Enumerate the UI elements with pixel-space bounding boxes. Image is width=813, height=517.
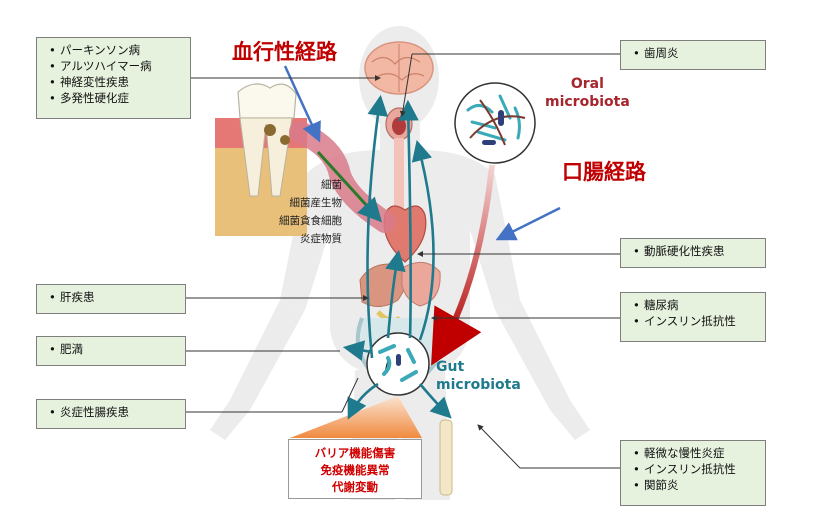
box-item: アルツハイマー病: [49, 58, 184, 74]
oral-gut-route-label: 口腸経路: [562, 160, 646, 184]
oral-microbiota-circle: [454, 82, 536, 164]
substance-item: 細菌産生物: [289, 197, 343, 209]
atherosclerosis-box: 動脈硬化性疾患: [620, 238, 766, 268]
box-item: 動脈硬化性疾患: [633, 243, 759, 259]
box-item: 肝疾患: [49, 289, 179, 305]
bacterial-substances-list: 細菌 細菌産生物 細菌貪食細胞 炎症物質: [248, 176, 342, 248]
box-item: 炎症性腸疾患: [49, 404, 179, 420]
neuro-disease-box: パーキンソン病 アルツハイマー病 神経変性疾患 多発性硬化症: [36, 37, 191, 119]
liver-disease-box: 肝疾患: [36, 284, 186, 314]
gut-effect-item: 免疫機能異常: [320, 463, 390, 477]
gut-microbiota-label-line1: Gut: [436, 359, 465, 375]
box-item: 肥満: [49, 341, 179, 357]
box-item: 歯周炎: [633, 45, 759, 61]
systemic-effects-box: 軽微な慢性炎症 インスリン抵抗性 関節炎: [620, 440, 766, 506]
box-item: 関節炎: [633, 477, 759, 493]
connectors: [186, 53, 620, 469]
box-item: 神経変性疾患: [49, 74, 184, 90]
gut-microbiota-circle: [366, 332, 430, 396]
oral-gut-route-arrow: [431, 164, 495, 366]
substance-item: 細菌貪食細胞: [279, 215, 342, 227]
gut-microbiota-label-line2: microbiota: [436, 377, 521, 393]
oral-microbiota-label: Oral microbiota: [545, 75, 630, 111]
periodontitis-box: 歯周炎: [620, 40, 766, 70]
oral-gut-route-pointer: [495, 206, 561, 241]
brain: [364, 41, 434, 95]
gut-microbiota-label: Gut microbiota: [436, 358, 521, 394]
box-item: インスリン抵抗性: [633, 313, 759, 329]
box-item: 多発性硬化症: [49, 90, 184, 106]
obesity-box: 肥満: [36, 336, 186, 366]
box-item: インスリン抵抗性: [633, 461, 759, 477]
teal-arrows: [342, 94, 452, 420]
box-item: パーキンソン病: [49, 42, 184, 58]
gut-effect-item: 代謝変動: [332, 480, 378, 494]
ibd-box: 炎症性腸疾患: [36, 399, 186, 429]
oral-microbiota-label-line2: microbiota: [545, 94, 630, 110]
box-item: 糖尿病: [633, 297, 759, 313]
gut-effects-box: バリア機能傷害 免疫機能異常 代謝変動: [288, 439, 422, 499]
box-item: 軽微な慢性炎症: [633, 445, 759, 461]
leg-bone: [439, 419, 453, 496]
blood-route-label: 血行性経路: [232, 40, 337, 64]
gut-effect-item: バリア機能傷害: [314, 446, 396, 460]
substance-item: 細菌: [321, 179, 342, 191]
oral-microbiota-label-line1: Oral: [570, 76, 604, 92]
substance-item: 炎症物質: [300, 233, 342, 245]
diabetes-box: 糖尿病 インスリン抵抗性: [620, 292, 766, 342]
